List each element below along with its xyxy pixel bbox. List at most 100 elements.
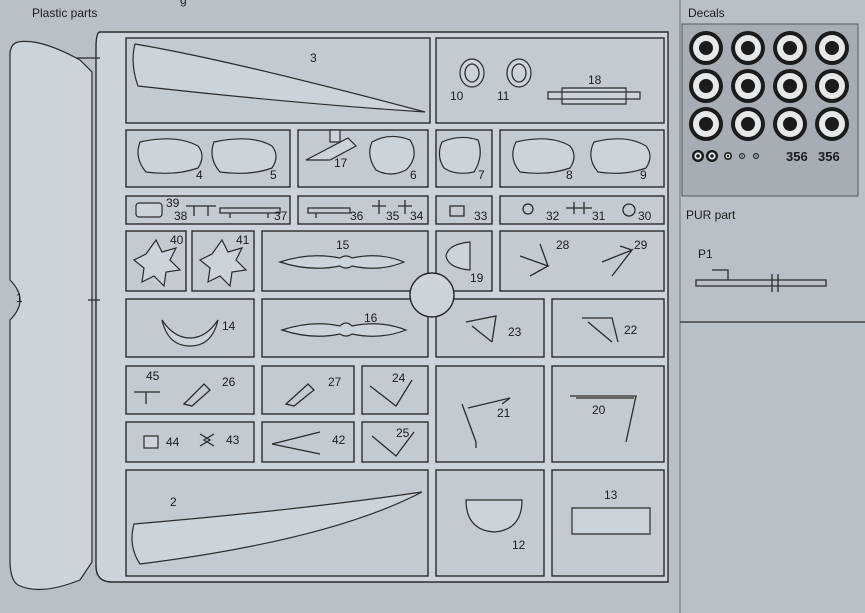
part-22 [582, 317, 619, 343]
label-20: 20 [592, 403, 606, 417]
label-2: 2 [170, 495, 177, 509]
part-6 [369, 135, 415, 175]
label-43: 43 [226, 433, 240, 447]
label-11: 11 [497, 89, 510, 103]
part-29 [601, 245, 634, 277]
part-9 [590, 138, 651, 174]
decal-roundel-ring [783, 117, 797, 131]
part-41 [198, 238, 248, 288]
label-26: 26 [222, 375, 236, 389]
part-45 [134, 391, 160, 404]
decal-roundel [773, 107, 807, 141]
part-10 [459, 58, 485, 88]
label-14: 14 [222, 319, 236, 333]
label-19: 19 [470, 271, 484, 285]
label-27: 27 [328, 375, 342, 389]
decal-small-roundel [726, 154, 730, 158]
decal-roundel [689, 107, 723, 141]
part-30 [622, 203, 636, 217]
label-21: 21 [497, 406, 511, 420]
part-32 [522, 203, 534, 215]
decal-roundel [731, 107, 765, 141]
decal-roundel-ring [699, 117, 713, 131]
plastic-parts-heading: Plastic parts [32, 6, 97, 20]
decal-small-roundel [696, 154, 700, 158]
label-13: 13 [604, 488, 618, 502]
part-5 [211, 138, 277, 174]
decal-roundel-ring [825, 117, 839, 131]
decal-roundel-ring [825, 79, 839, 93]
label-24: 24 [392, 371, 406, 385]
label-22: 22 [624, 323, 638, 337]
decal-roundel [815, 107, 849, 141]
part-11 [506, 58, 532, 88]
label-18: 18 [588, 73, 602, 87]
label-7: 7 [478, 168, 485, 182]
label-12: 12 [512, 538, 526, 552]
part-40 [132, 238, 182, 288]
label-5: 5 [270, 168, 277, 182]
decal-roundel-ring [741, 117, 755, 131]
label-36: 36 [350, 209, 364, 223]
label-30: 30 [638, 209, 652, 223]
pur-part-p1 [695, 269, 827, 292]
part-2 [131, 491, 423, 565]
part-12 [465, 499, 523, 533]
part-44 [143, 435, 159, 449]
label-29: 29 [634, 238, 648, 252]
part-31 [566, 202, 592, 214]
part-7 [438, 136, 481, 174]
part-19 [445, 241, 471, 271]
part-14 [161, 319, 219, 347]
label-42: 42 [332, 433, 346, 447]
decal-number-2: 356 [818, 149, 840, 164]
decal-roundel [731, 69, 765, 103]
label-31: 31 [592, 209, 606, 223]
part-3 [132, 43, 426, 113]
decal-number-1: 356 [786, 149, 808, 164]
part-42 [271, 431, 321, 455]
label-8: 8 [566, 168, 573, 182]
decal-roundel-ring [699, 79, 713, 93]
label-35: 35 [386, 209, 400, 223]
part-23 [465, 315, 497, 343]
part-17 [305, 129, 357, 161]
part-13 [571, 507, 651, 535]
label-37: 37 [274, 209, 288, 223]
label-45: 45 [146, 369, 160, 383]
decal-roundel [773, 69, 807, 103]
label-25: 25 [396, 426, 410, 440]
decal-roundel-ring [741, 79, 755, 93]
label-38: 38 [174, 209, 188, 223]
decal-roundel [773, 31, 807, 65]
label-44: 44 [166, 435, 180, 449]
decal-roundel-ring [783, 79, 797, 93]
part-27 [284, 383, 315, 407]
sprue-hub [409, 272, 455, 318]
part-36 [307, 207, 351, 218]
decal-roundel [815, 31, 849, 65]
decal-small-roundel [710, 154, 714, 158]
label-3: 3 [310, 51, 317, 65]
decal-roundel [689, 69, 723, 103]
label-34: 34 [410, 209, 424, 223]
label-15: 15 [336, 238, 350, 252]
label-6: 6 [410, 168, 417, 182]
part-26 [182, 383, 211, 407]
part-24 [369, 379, 413, 407]
part-15 [278, 255, 406, 269]
part-25 [371, 431, 415, 457]
part-8 [512, 138, 575, 174]
label-23: 23 [508, 325, 522, 339]
part-37 [219, 207, 281, 218]
label-4: 4 [196, 168, 203, 182]
decal-roundel-ring [741, 41, 755, 55]
label-40: 40 [170, 233, 184, 247]
decal-roundels [689, 31, 849, 141]
decal-small-roundels [692, 150, 759, 162]
part-4 [137, 138, 203, 174]
heading-fragment: g [180, 0, 187, 7]
label-17: 17 [334, 156, 348, 170]
part-labels: 1 2 3 4 5 6 7 8 9 10 11 12 13 14 15 16 1… [16, 51, 652, 552]
